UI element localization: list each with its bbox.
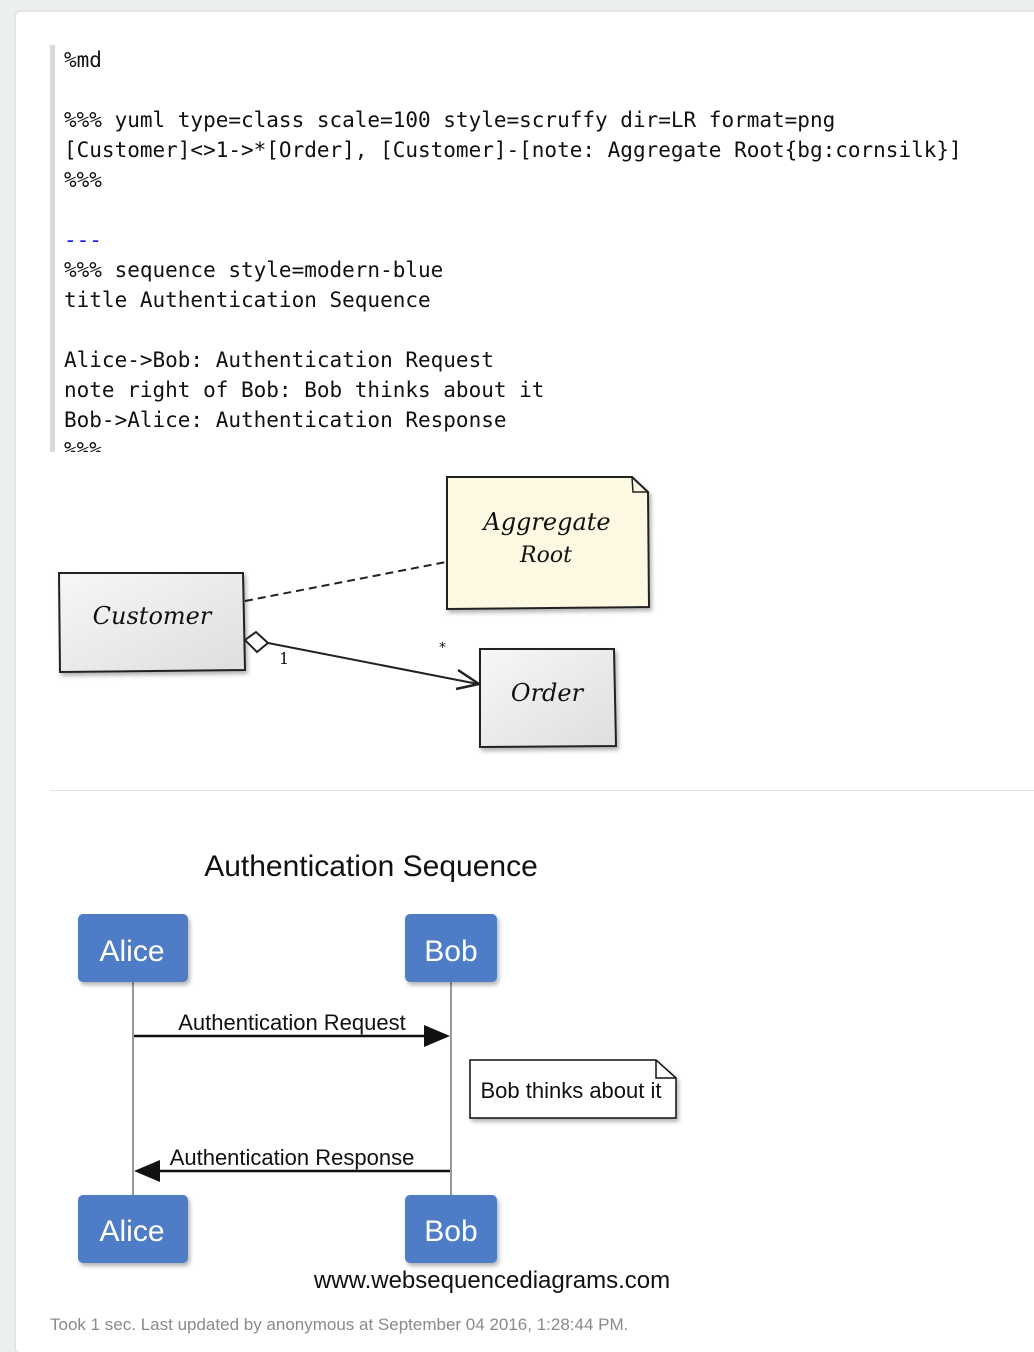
code-line: [Customer]<>1->*[Order], [Customer]-[not… (64, 138, 962, 162)
multiplicity-source: 1 (279, 649, 289, 668)
participant-bob-top (405, 914, 497, 982)
note-box (469, 1059, 677, 1119)
arrowhead-icon (134, 1160, 160, 1182)
order-class-box (479, 648, 618, 749)
note-label: Bob thinks about it (480, 1078, 661, 1103)
participant-label: Alice (99, 1215, 164, 1248)
code-line: note right of Bob: Bob thinks about it (64, 378, 545, 402)
sequence-diagram: Authentication Sequence Alice Bob Authen… (78, 850, 677, 1294)
paragraph-status: Took 1 sec. Last updated by anonymous at… (50, 1315, 629, 1334)
code-line: %%% sequence style=modern-blue (64, 258, 444, 282)
note-text: Root (519, 543, 572, 568)
aggregation-diamond-icon (243, 630, 270, 654)
order-label: Order (511, 679, 585, 707)
aggregate-root-note (446, 476, 651, 611)
code-line: %%% (64, 438, 102, 452)
participant-alice-top (78, 914, 188, 982)
participant-bob-bottom (405, 1195, 497, 1263)
code-text: %md %%% yuml type=class scale=100 style=… (55, 45, 1034, 452)
participant-label: Bob (424, 935, 477, 968)
code-line: Alice->Bob: Authentication Request (64, 348, 494, 372)
code-line: %md (64, 48, 102, 72)
code-line-hr: --- (64, 228, 102, 252)
code-line: %%% yuml type=class scale=100 style=scru… (64, 108, 836, 132)
note-text: Aggregate (481, 508, 610, 536)
message-request-label: Authentication Request (178, 1010, 406, 1035)
participant-label: Alice (99, 935, 164, 968)
participant-alice-bottom (78, 1195, 188, 1263)
message-response-label: Authentication Response (170, 1145, 415, 1170)
customer-label: Customer (93, 602, 213, 630)
arrowhead-icon (424, 1025, 450, 1047)
code-line: title Authentication Sequence (64, 288, 431, 312)
code-editor[interactable]: %md %%% yuml type=class scale=100 style=… (50, 45, 1034, 452)
association-line (267, 642, 479, 685)
output-divider (50, 790, 1034, 791)
class-diagram: Aggregate Root Customer 1 * Order (57, 476, 651, 749)
multiplicity-target: * (439, 640, 446, 656)
watermark: www.websequencediagrams.com (313, 1267, 670, 1294)
code-line: Bob->Alice: Authentication Response (64, 408, 507, 432)
customer-class-box (57, 572, 247, 674)
sequence-title: Authentication Sequence (204, 850, 538, 883)
code-line: %%% (64, 168, 102, 192)
note-connector (244, 561, 447, 602)
participant-label: Bob (424, 1215, 477, 1248)
